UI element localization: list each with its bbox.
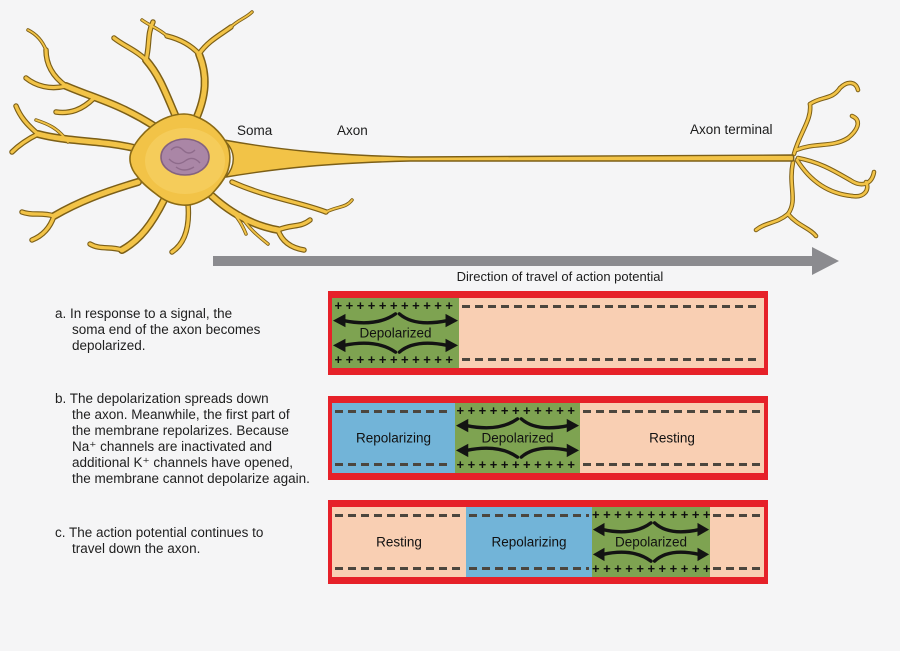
axon-label: Axon bbox=[337, 123, 368, 138]
negative-charges-dashes bbox=[469, 514, 589, 517]
caption-line: c. The action potential continues to bbox=[55, 525, 264, 540]
nucleus bbox=[160, 138, 210, 176]
negative-charges-dashes bbox=[335, 567, 463, 570]
segment-resting bbox=[459, 298, 764, 368]
caption-a: a. In response to a signal, the soma end… bbox=[55, 306, 330, 354]
segment-label: Resting bbox=[376, 534, 422, 550]
segment-resting: Resting bbox=[332, 507, 466, 577]
segment-label: Repolarizing bbox=[491, 534, 567, 550]
caption-c: c. The action potential continues to tra… bbox=[55, 525, 335, 557]
positive-charges-row: +++++++++++ bbox=[592, 562, 710, 576]
negative-charges-dashes bbox=[469, 567, 589, 570]
segment-depolarized: +++++++++++ Depolarized +++++++++++ bbox=[592, 507, 710, 577]
segment-resting: Resting bbox=[580, 403, 764, 473]
segment-repolarizing: Repolarizing bbox=[466, 507, 592, 577]
negative-charges-dashes bbox=[583, 410, 761, 413]
positive-charges-row: +++++++++++ bbox=[592, 508, 710, 522]
negative-charges-dashes bbox=[462, 305, 761, 308]
membrane-bar-b: Repolarizing +++++++++++ Depolarized +++… bbox=[328, 396, 768, 480]
negative-charges-dashes bbox=[583, 463, 761, 466]
positive-charges-row: +++++++++++ bbox=[334, 353, 457, 367]
positive-charges-row: +++++++++++ bbox=[456, 404, 579, 418]
positive-charges-row: +++++++++++ bbox=[456, 458, 579, 472]
caption-line: a. In response to a signal, the bbox=[55, 306, 233, 321]
caption-line: additional K⁺ channels have opened, bbox=[72, 455, 294, 470]
negative-charges-dashes bbox=[462, 358, 761, 361]
direction-arrow-bar bbox=[213, 256, 813, 266]
neuron-illustration bbox=[0, 10, 900, 260]
segment-depolarized: +++++++++++ Depolarized +++++++++++ bbox=[455, 403, 580, 473]
segment-label: Resting bbox=[649, 430, 695, 446]
direction-arrow-head-icon bbox=[812, 247, 839, 275]
caption-line: depolarized. bbox=[72, 338, 146, 353]
segment-label: Depolarized bbox=[614, 534, 688, 550]
segment-label: Depolarized bbox=[359, 325, 432, 341]
caption-line: soma end of the axon becomes bbox=[72, 322, 261, 337]
axon-terminal-label: Axon terminal bbox=[690, 122, 773, 137]
membrane-bar-a: +++++++++++ Depolarized +++++++++++ bbox=[328, 291, 768, 375]
negative-charges-dashes bbox=[335, 514, 463, 517]
soma-label: Soma bbox=[237, 123, 273, 138]
caption-b: b. The depolarization spreads down the a… bbox=[55, 391, 340, 487]
segment-resting bbox=[710, 507, 764, 577]
current-flow-arrows-icon bbox=[592, 520, 710, 564]
caption-line: travel down the axon. bbox=[72, 541, 201, 556]
negative-charges-dashes bbox=[713, 567, 761, 570]
membrane-bar-c: Resting Repolarizing +++++++++++ Depolar… bbox=[328, 500, 768, 584]
segment-label: Depolarized bbox=[481, 430, 554, 446]
axon-shaft bbox=[221, 138, 795, 179]
caption-line: b. The depolarization spreads down bbox=[55, 391, 269, 406]
caption-line: the membrane cannot depolarize again. bbox=[72, 471, 310, 486]
caption-line: Na⁺ channels are inactivated and bbox=[72, 439, 273, 454]
direction-arrow-label: Direction of travel of action potential bbox=[456, 269, 664, 284]
segment-label: Repolarizing bbox=[355, 430, 432, 446]
negative-charges-dashes bbox=[335, 463, 452, 466]
caption-line: the axon. Meanwhile, the first part of bbox=[72, 407, 290, 422]
segment-repolarizing: Repolarizing bbox=[332, 403, 455, 473]
current-flow-arrows-icon bbox=[332, 311, 459, 355]
caption-line: the membrane repolarizes. Because bbox=[72, 423, 289, 438]
positive-charges-row: +++++++++++ bbox=[334, 299, 457, 313]
negative-charges-dashes bbox=[335, 410, 452, 413]
segment-depolarized: +++++++++++ Depolarized +++++++++++ bbox=[332, 298, 459, 368]
negative-charges-dashes bbox=[713, 514, 761, 517]
current-flow-arrows-icon bbox=[455, 416, 580, 460]
